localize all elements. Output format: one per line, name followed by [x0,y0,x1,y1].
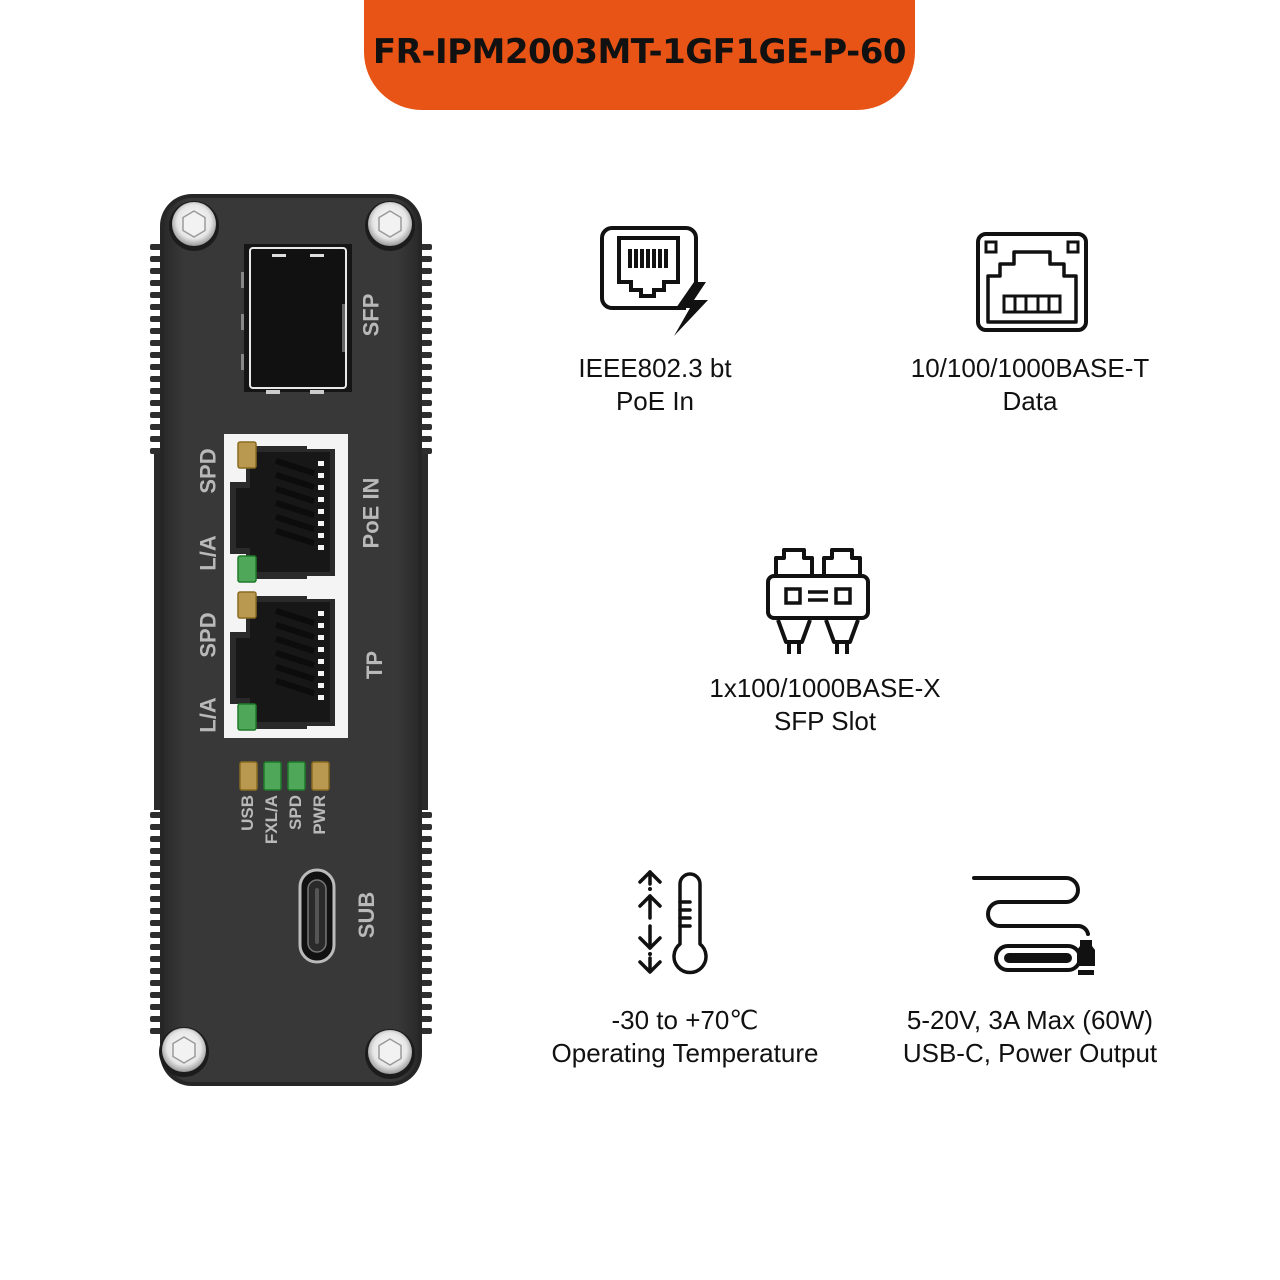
label-usb-port: SUB [354,891,380,939]
status-led-label: PWR [310,795,329,835]
rj45-port-tp[interactable] [230,591,335,731]
device-front-panel: SFP PoE IN TP SPD L/A SPD L/A USB FXL/A SP… [150,194,432,1086]
label-poe-in: PoE IN [358,477,384,549]
feature-usb-line1: 5-20V, 3A Max (60W) [906,1005,1154,1035]
screw-bottom-left [159,1027,209,1077]
status-led-label: FXL/A [262,795,281,845]
feature-sfp-line2: SFP Slot [773,706,877,736]
feature-sfp-line1: 1x100/1000BASE-X [709,673,941,703]
device-body [150,194,432,1086]
feature-sfp-slot: 1x100/1000BASE-X SFP Slot [660,544,990,744]
status-led-usb [239,761,258,791]
label-port2-la: L/A [195,697,221,733]
led-port2-la [237,703,257,731]
feature-rj45-line1: 10/100/1000BASE-T [910,353,1150,383]
feature-rj45-line2: Data [1002,386,1058,416]
status-led-fxla [263,761,282,791]
sfp-module-icon [766,548,870,654]
model-title: FR-IPM2003MT-1GF1GE-P-60 [372,32,907,72]
label-tp: TP [362,650,388,680]
led-port1-spd [237,441,257,469]
status-led-label: USB [238,795,257,831]
feature-poe-line1: IEEE802.3 bt [578,353,732,383]
usb-c-cable-icon [972,876,1095,975]
label-port2-spd: SPD [195,612,221,658]
screw-top-left [169,201,219,251]
usb-c-port[interactable] [298,868,336,964]
feature-rj45-data: 10/100/1000BASE-T Data [880,222,1180,422]
label-port1-spd: SPD [195,448,221,494]
label-sfp: SFP [358,293,384,337]
feature-usb-line2: USB-C, Power Output [902,1038,1158,1068]
poe-rj45-icon [600,226,708,336]
rj45-port-icon [976,232,1088,332]
feature-usb-c-power: 5-20V, 3A Max (60W) USB-C, Power Output [880,866,1180,1076]
feature-temp-line1: -30 to +70℃ [611,1005,759,1035]
led-port1-la [237,555,257,583]
model-banner: FR-IPM2003MT-1GF1GE-P-60 [364,0,915,110]
feature-poe-line2: PoE In [615,386,695,416]
thermometer-icon [638,870,708,975]
rj45-port-poe-in[interactable] [230,441,335,583]
status-led-pwr [311,761,330,791]
feature-temperature: -30 to +70℃ Operating Temperature [520,866,850,1076]
sfp-cage[interactable] [241,244,352,394]
feature-poe-in: IEEE802.3 bt PoE In [530,222,780,422]
status-led-row [239,761,330,791]
status-led-label: SPD [286,795,305,830]
led-port2-spd [237,591,257,619]
screw-bottom-right [365,1029,415,1079]
screw-top-right [365,201,415,251]
label-port1-la: L/A [195,535,221,571]
status-led-spd [287,761,306,791]
feature-temp-line2: Operating Temperature [551,1038,819,1068]
